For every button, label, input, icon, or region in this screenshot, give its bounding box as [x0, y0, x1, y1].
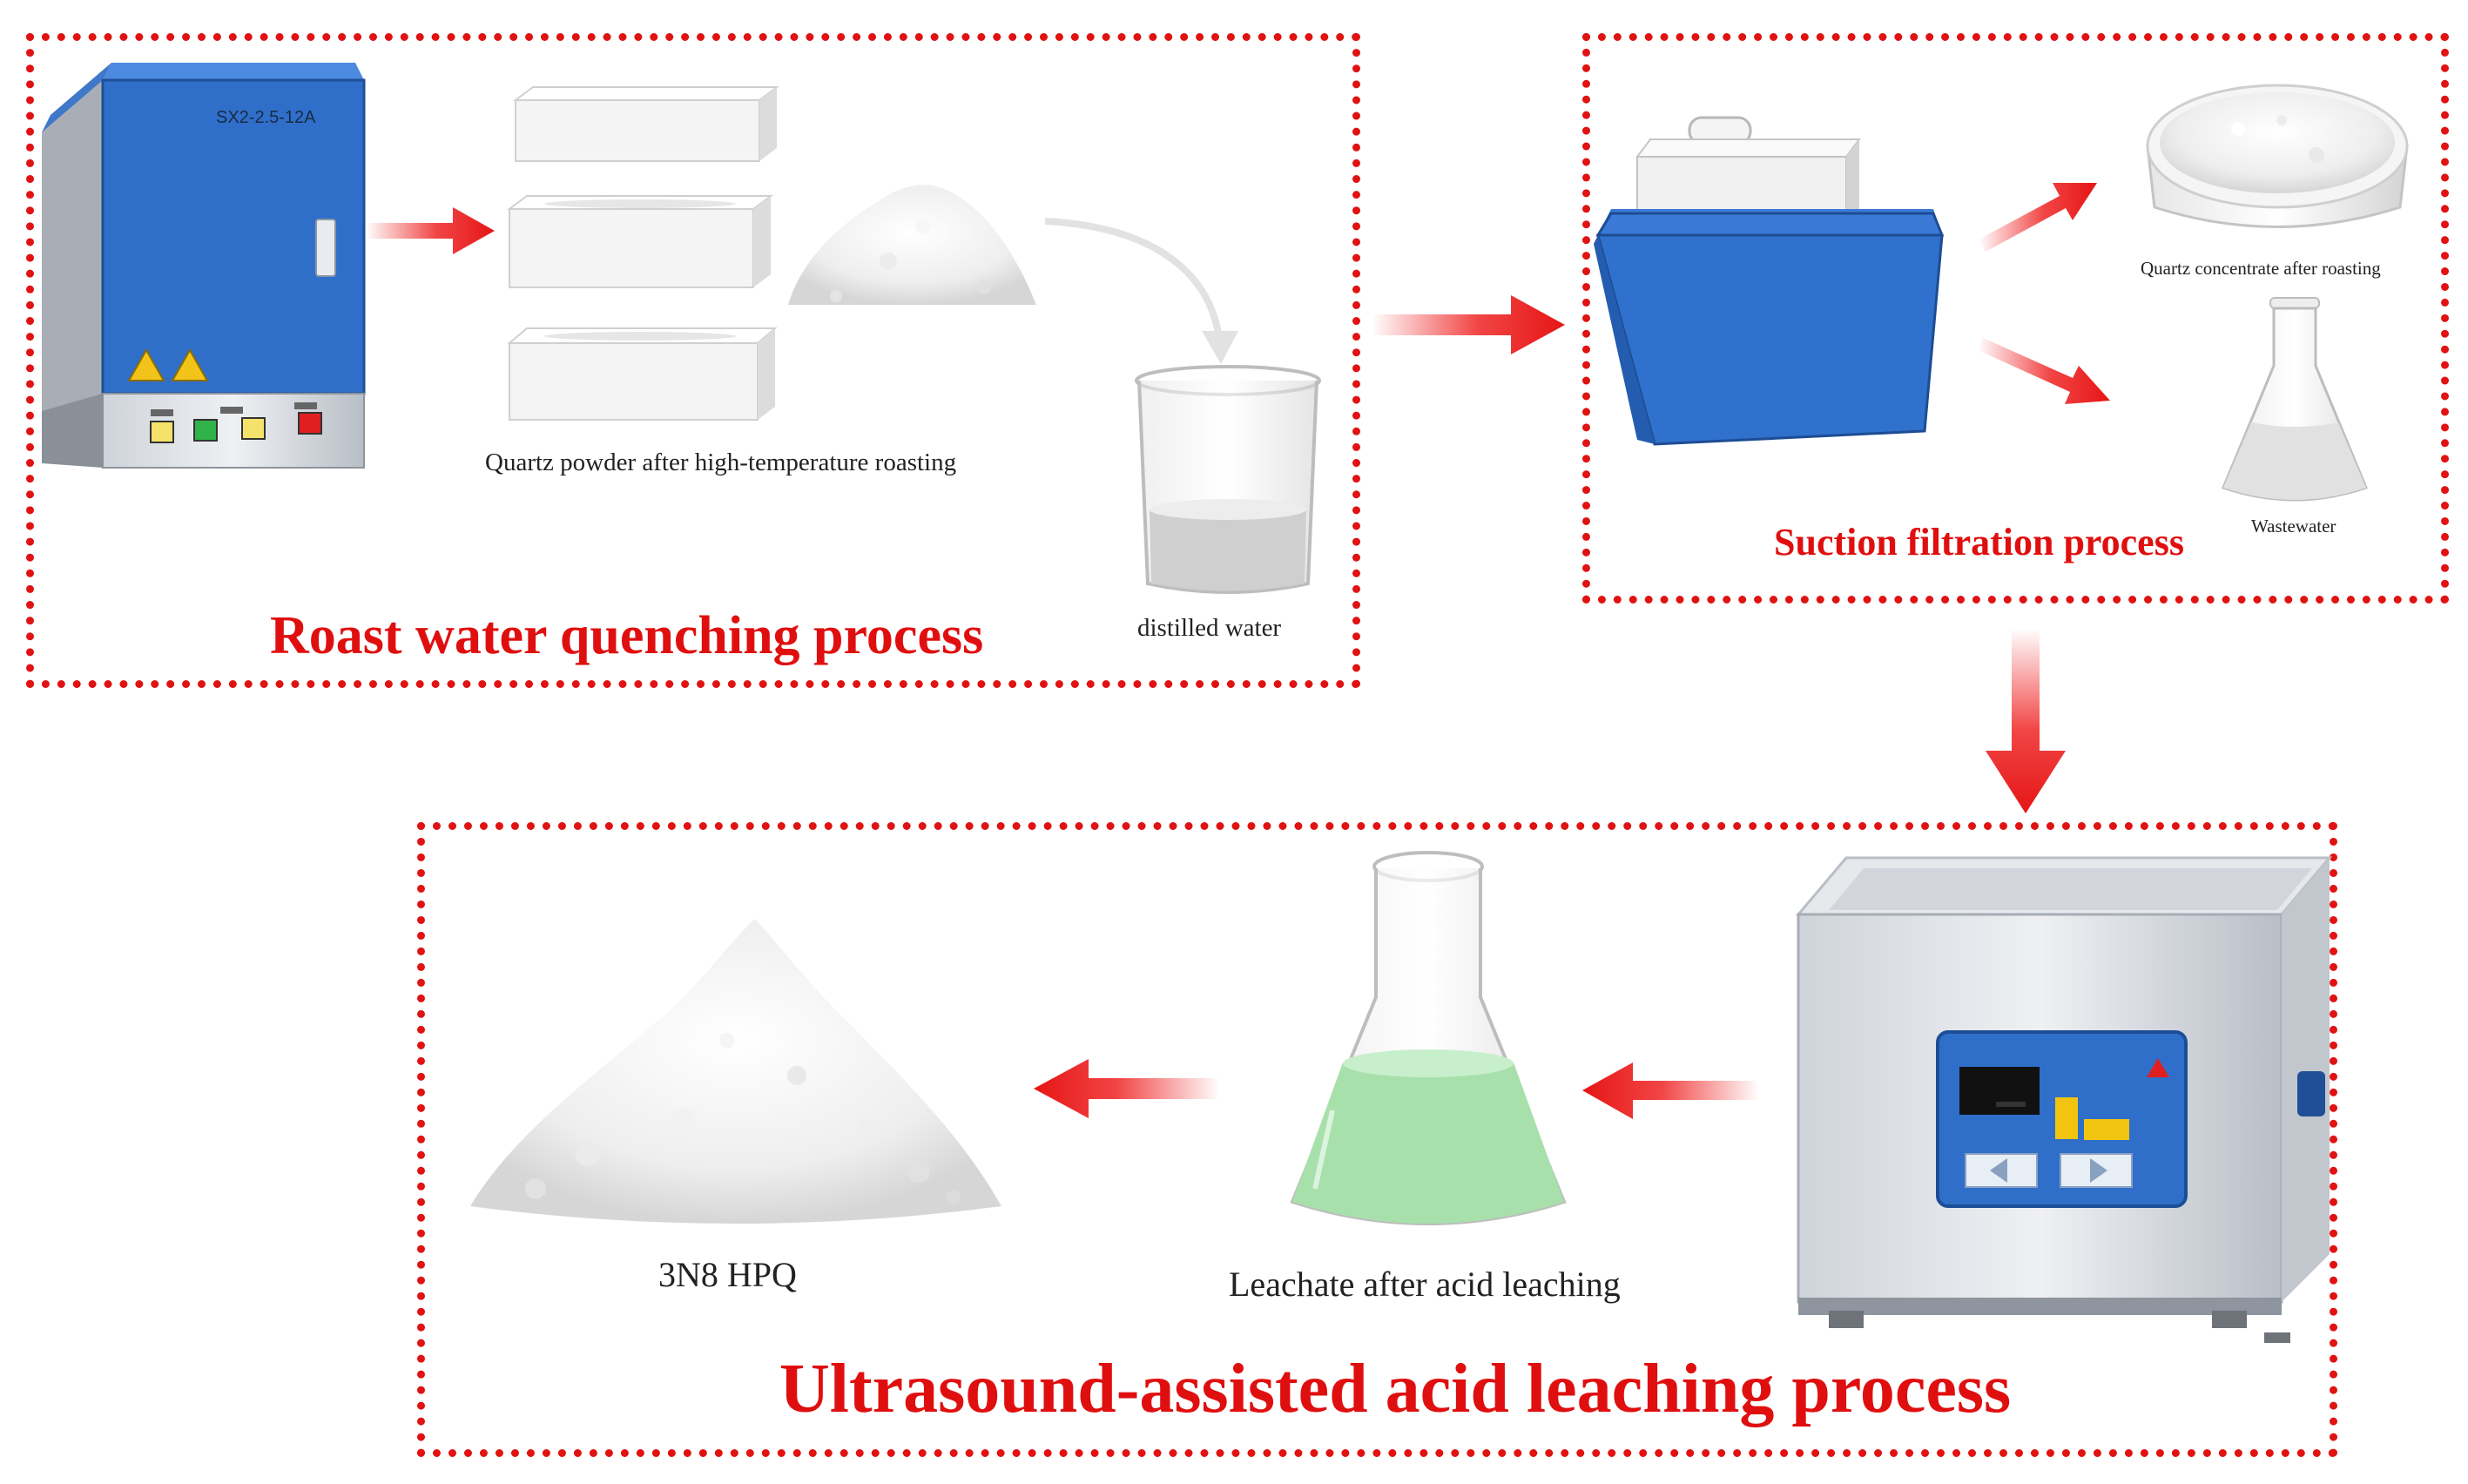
arrow-diagonal-icon	[1978, 338, 2110, 404]
crucible-boat-icon	[513, 86, 779, 162]
conical-flask-icon	[2222, 297, 2368, 502]
arrow-right-icon	[366, 207, 495, 254]
hpq-powder-icon	[470, 919, 1001, 1224]
furnace-model-label: SX2-2.5-12A	[216, 108, 316, 127]
leachate-flask-icon	[1290, 851, 1567, 1225]
stage3-title: Ultrasound-assisted acid leaching proces…	[779, 1351, 2012, 1427]
stage1-frame	[26, 33, 1360, 688]
arrow-right-icon	[1372, 295, 1565, 354]
water-label: distilled water	[1137, 614, 1282, 642]
arrow-left-icon	[1034, 1059, 1219, 1118]
stage3-frame	[417, 822, 2337, 1457]
wastewater-label: Wastewater	[2251, 516, 2337, 536]
arrow-left-icon	[1582, 1062, 1759, 1119]
powder-label: Quartz powder after high-temperature roa…	[485, 449, 957, 476]
petri-dish-icon	[2146, 84, 2409, 228]
leachate-label: Leachate after acid leaching	[1229, 1265, 1621, 1304]
muffle-furnace-icon	[42, 63, 366, 469]
product-label: 3N8 HPQ	[658, 1255, 797, 1294]
stage2-title: Suction filtration process	[1774, 521, 2184, 563]
stage2-frame	[1582, 33, 2449, 604]
crucible-boat-icon	[507, 195, 773, 288]
arrow-diagonal-icon	[1979, 183, 2097, 252]
crucible-boat-icon	[507, 327, 778, 421]
beaker-icon	[1135, 365, 1321, 594]
curved-arrow-icon	[1044, 218, 1238, 364]
concentrate-label: Quartz concentrate after roasting	[2141, 258, 2381, 279]
ultrasonic-bath-icon	[1795, 856, 2333, 1343]
stage1-title: Roast water quenching process	[270, 606, 984, 665]
suction-filter-icon	[1594, 116, 1945, 446]
quartz-powder-icon	[788, 185, 1036, 305]
arrow-down-icon	[1986, 629, 2066, 813]
